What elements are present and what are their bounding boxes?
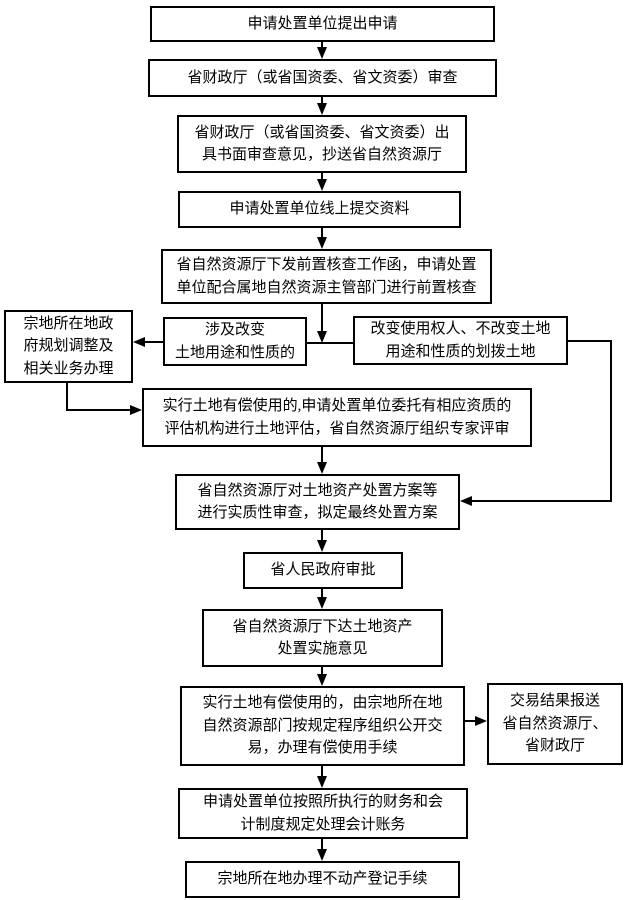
arrow-submit-to-finance-review xyxy=(317,42,327,59)
connector-branch-junction xyxy=(307,342,353,344)
node-local-planning: 宗地所在地政 府规划调整及 相关业务办理 xyxy=(4,310,133,383)
node-accounting: 申请处置单位按照所执行的财务和会 计制度规定处理会计账务 xyxy=(178,788,468,839)
node-written-opinion: 省财政厅（或省国资委、省文资委）出 具书面审查意见，抄送省自然资源厅 xyxy=(177,115,467,173)
connector-change-holder-right xyxy=(568,340,612,342)
arrow-accounting-to-registration xyxy=(317,839,327,861)
node-public-trading: 实行土地有偿使用的，由宗地所在地 自然资源部门按规定程序组织公开交 易，办理有偿… xyxy=(180,686,465,766)
node-finance-review: 省财政厅（或省国资委、省文资委）审查 xyxy=(148,59,497,97)
node-provincial-approval: 省人民政府审批 xyxy=(243,552,403,589)
node-submit-application: 申请处置单位提出申请 xyxy=(150,6,495,42)
node-change-use: 涉及改变 土地用途和性质的 xyxy=(163,317,307,366)
arrow-local-planning-to-valuation xyxy=(66,405,142,415)
arrow-finance-review-to-opinion xyxy=(317,97,327,115)
node-trade-result-report: 交易结果报送 省自然资源厅、 省财政厅 xyxy=(487,683,623,765)
arrow-trading-to-accounting xyxy=(317,766,327,788)
arrow-change-use-to-local-planning xyxy=(133,337,163,347)
arrow-bypass-to-review xyxy=(460,496,612,506)
arrow-opinion-to-materials xyxy=(317,173,327,191)
arrow-materials-to-pre-check xyxy=(317,228,327,249)
arrow-opinion-to-trading xyxy=(317,667,327,686)
arrow-valuation-to-review xyxy=(317,447,327,474)
node-valuation: 实行土地有偿使用的,申请处置单位委托有相应资质的 评估机构进行土地评估，省自然资… xyxy=(142,388,532,447)
node-implementation-opinion: 省自然资源厅下达土地资产 处置实施意见 xyxy=(202,609,443,667)
arrow-review-to-approval xyxy=(317,530,327,552)
arrow-trading-to-report xyxy=(465,716,487,726)
arrow-approval-to-opinion xyxy=(317,589,327,609)
node-property-registration: 宗地所在地办理不动产登记手续 xyxy=(185,861,460,898)
node-pre-check: 省自然资源厅下发前置核查工作函，申请处置 单位配合属地自然资源主管部门进行前置核… xyxy=(161,249,492,304)
node-change-holder: 改变使用权人、不改变土地 用途和性质的划拨土地 xyxy=(353,316,568,365)
connector-bypass-vertical xyxy=(610,340,612,501)
arrow-pre-check-to-branch xyxy=(317,304,327,343)
node-online-materials: 申请处置单位线上提交资料 xyxy=(178,191,461,228)
connector-local-planning-down xyxy=(66,383,68,410)
node-substantive-review: 省自然资源厅对土地资产处置方案等 进行实质性审查，拟定最终处置方案 xyxy=(175,474,460,530)
